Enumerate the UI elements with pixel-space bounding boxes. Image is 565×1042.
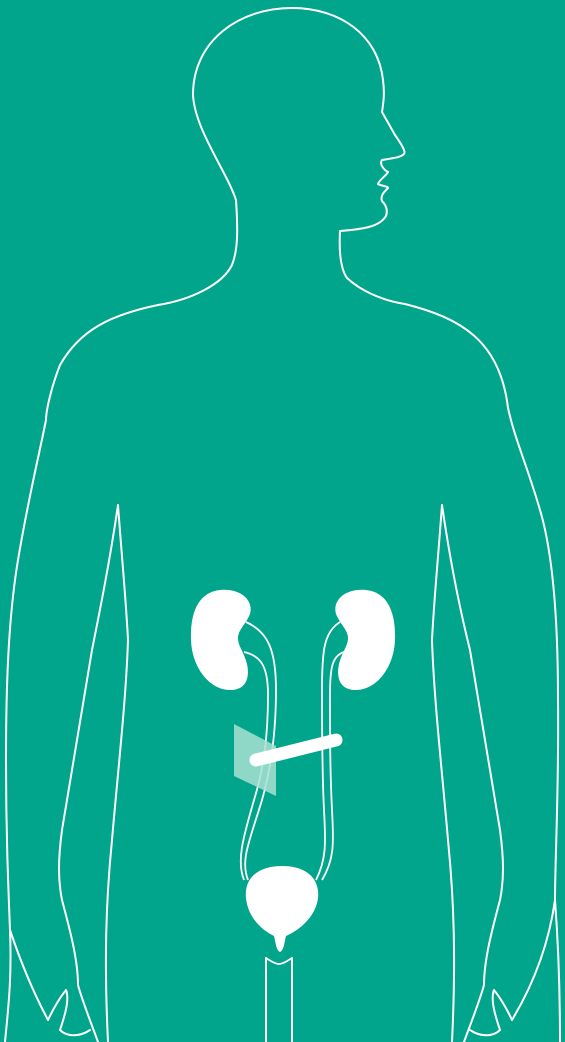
right-inner-arm [432, 505, 503, 1042]
bladder [246, 866, 318, 952]
left-body-outline [5, 95, 237, 1042]
right-kidney [335, 590, 395, 690]
right-hand [470, 900, 555, 1035]
right-ureter-outer [316, 622, 340, 880]
left-kidney [191, 590, 251, 690]
left-inner-arm [59, 505, 128, 1042]
urethra [266, 958, 292, 964]
leg-outline [266, 958, 292, 1042]
